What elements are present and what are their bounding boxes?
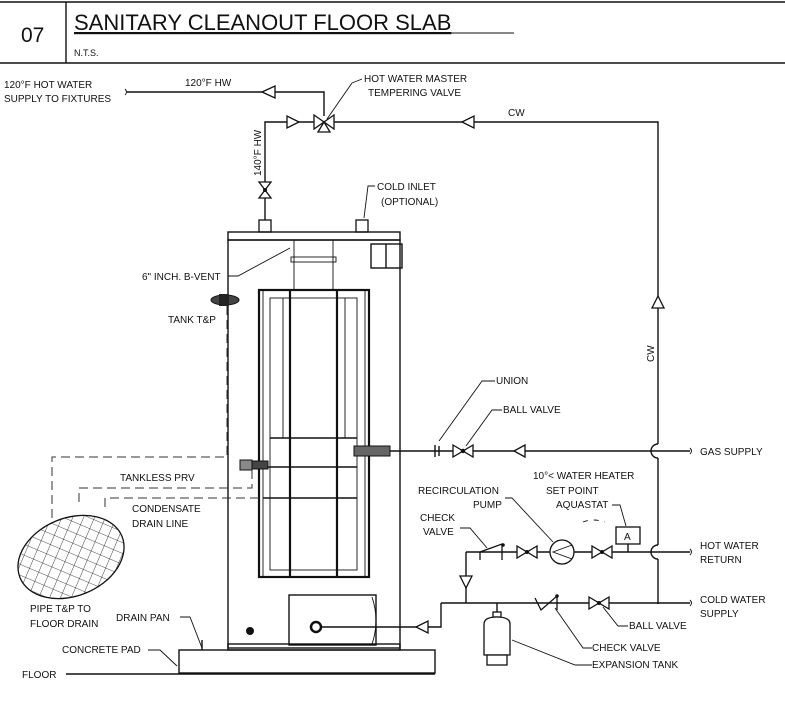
svg-text:CONCRETE PAD: CONCRETE PAD: [62, 645, 141, 656]
detail-number: 07: [21, 24, 44, 47]
svg-text:VALVE: VALVE: [423, 527, 454, 538]
drain-lines: TANKLESS PRV CONDENSATE DRAIN LINE PIPE …: [17, 306, 259, 630]
recirculation-loop: A 10°< WATER HEATER SET POINT AQUASTAT R…: [418, 471, 759, 603]
svg-text:CHECK: CHECK: [420, 513, 455, 524]
svg-text:DRAIN LINE: DRAIN LINE: [132, 519, 188, 530]
svg-text:FLOOR: FLOOR: [22, 670, 56, 681]
svg-text:COLD INLET: COLD INLET: [377, 182, 436, 193]
svg-text:SUPPLY TO FIXTURES: SUPPLY TO FIXTURES: [4, 94, 111, 105]
svg-text:A: A: [624, 532, 631, 543]
svg-text:AQUASTAT: AQUASTAT: [556, 500, 608, 511]
svg-text:120°F HW: 120°F HW: [185, 78, 232, 89]
svg-text:BALL VALVE: BALL VALVE: [503, 405, 561, 416]
svg-text:HOT WATER MASTER: HOT WATER MASTER: [364, 74, 467, 85]
cold-water-supply-pipe: BALL VALVE CHECK VALVE EXPANSION TANK CO…: [321, 594, 766, 671]
svg-text:BALL VALVE: BALL VALVE: [629, 621, 687, 632]
scale-note: N.T.S.: [74, 48, 99, 58]
flow-arrow-icon: [414, 619, 429, 635]
svg-text:CONDENSATE: CONDENSATE: [132, 504, 201, 515]
svg-text:RECIRCULATION: RECIRCULATION: [418, 486, 499, 497]
svg-text:SET POINT: SET POINT: [546, 486, 599, 497]
flow-arrow-icon: [512, 443, 526, 459]
flow-arrow-icon: [650, 294, 666, 309]
svg-text:CW: CW: [646, 345, 657, 362]
flow-arrow-icon: [458, 575, 474, 590]
flow-arrow-icon: [286, 114, 301, 130]
svg-text:COLD WATER: COLD WATER: [700, 595, 766, 606]
title-block: 07 SANITARY CLEANOUT FLOOR SLAB N.T.S.: [0, 1, 785, 64]
flow-arrow-icon: [260, 84, 276, 100]
cold-inlet-fitting: [355, 219, 369, 233]
flow-arrow-icon: [460, 114, 475, 130]
svg-text:CHECK VALVE: CHECK VALVE: [592, 643, 661, 654]
expansion-tank: [483, 616, 511, 656]
svg-text:FLOOR DRAIN: FLOOR DRAIN: [30, 619, 98, 630]
svg-text:CW: CW: [508, 108, 525, 119]
svg-text:PUMP: PUMP: [473, 500, 502, 511]
detail-title: SANITARY CLEANOUT FLOOR SLAB: [74, 10, 451, 35]
svg-text:(OPTIONAL): (OPTIONAL): [381, 197, 438, 208]
svg-text:TEMPERING VALVE: TEMPERING VALVE: [368, 88, 461, 99]
water-heater: 6" INCH. B-VENT TANK T&P: [142, 231, 403, 651]
tempering-valve: HOT WATER MASTER TEMPERING VALVE: [313, 74, 467, 133]
svg-text:6" INCH. B-VENT: 6" INCH. B-VENT: [142, 272, 221, 283]
svg-text:GAS SUPPLY: GAS SUPPLY: [700, 447, 763, 458]
concrete-pad: FLOOR CONCRETE PAD DRAIN PAN: [22, 613, 436, 681]
svg-text:TANKLESS PRV: TANKLESS PRV: [120, 473, 195, 484]
cold-water-pipe: CW CW: [264, 108, 666, 604]
svg-text:DRAIN PAN: DRAIN PAN: [116, 613, 170, 624]
svg-text:EXPANSION TANK: EXPANSION TANK: [592, 660, 678, 671]
gas-supply-pipe: UNION BALL VALVE GAS SUPPLY: [390, 376, 763, 459]
floor-drain: [17, 514, 125, 600]
svg-text:HOT WATER: HOT WATER: [700, 541, 759, 552]
svg-text:120°F HOT WATER: 120°F HOT WATER: [4, 80, 92, 91]
svg-text:TANK T&P: TANK T&P: [168, 315, 216, 326]
svg-text:SUPPLY: SUPPLY: [700, 609, 739, 620]
svg-text:RETURN: RETURN: [700, 555, 742, 566]
svg-text:PIPE T&P TO: PIPE T&P TO: [30, 604, 91, 615]
svg-text:10°< WATER HEATER: 10°< WATER HEATER: [533, 471, 634, 482]
hot-water-outlet: 140°F HW COLD INLET (OPTIONAL): [253, 129, 438, 233]
b-vent: [293, 239, 334, 291]
hot-water-supply-pipe: 120°F HOT WATER SUPPLY TO FIXTURES 120°F…: [4, 78, 325, 116]
svg-text:140°F HW: 140°F HW: [253, 129, 264, 176]
svg-text:UNION: UNION: [496, 376, 528, 387]
